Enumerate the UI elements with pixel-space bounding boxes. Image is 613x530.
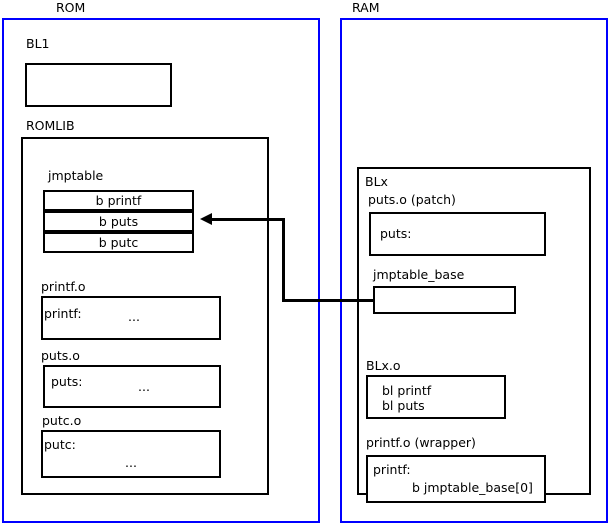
connector-horizontal-top [212,218,285,221]
blx-puts-patch-box: puts: [369,212,546,256]
romlib-printf-symbol: printf: [44,306,82,321]
printf-wrapper-symbol: printf: [373,462,411,477]
jmptable-row-2-text: b putc [98,235,139,250]
connector-vertical [282,218,285,302]
printf-wrapper-box: printf: b jmptable_base[0] [366,455,546,503]
romlib-putc-o-label: putc.o [42,413,82,428]
blx-puts-patch-symbol: puts: [380,226,412,241]
jmptable-label: jmptable [48,168,104,183]
romlib-printf-ellipsis: ... [128,309,140,324]
blx-o-line-2: bl puts [382,398,425,413]
printf-wrapper-branch: b jmptable_base[0] [412,480,533,495]
jmptable-base-label: jmptable_base [373,267,465,282]
romlib-puts-o-label: puts.o [41,348,80,363]
jmptable-base-box [373,286,516,314]
ram-region-border [340,18,608,523]
rom-region-label: ROM [56,0,86,15]
romlib-puts-ellipsis: ... [138,379,150,394]
romlib-label: ROMLIB [26,118,75,133]
bl1-box [25,63,172,107]
connector-arrowhead-icon [200,213,212,225]
romlib-putc-ellipsis: ... [125,455,137,470]
romlib-puts-symbol: puts: [51,374,83,389]
printf-wrapper-label: printf.o (wrapper) [366,435,476,450]
blx-o-line-1: bl printf [382,383,432,398]
jmptable-row-1: b puts [43,211,194,232]
connector-horizontal-bottom [282,299,374,302]
blx-label: BLx [365,174,388,189]
jmptable-row-0: b printf [43,190,194,211]
romlib-printf-o-label: printf.o [41,279,86,294]
jmptable-row-1-text: b puts [98,214,139,229]
jmptable-row-2: b putc [43,232,194,253]
blx-o-label: BLx.o [366,358,401,373]
jmptable-row-0-text: b printf [95,193,142,208]
romlib-box [21,137,269,495]
romlib-puts-o-box: puts: ... [43,365,221,408]
rom-region-border [2,18,320,523]
bl1-label: BL1 [26,36,50,51]
romlib-printf-o-box: printf: ... [41,296,221,340]
blx-o-box: bl printf bl puts [366,375,506,419]
blx-puts-patch-label: puts.o (patch) [368,192,456,207]
ram-region-label: RAM [352,0,380,15]
romlib-putc-o-box: putc: ... [41,430,221,478]
romlib-putc-symbol: putc: [44,437,76,452]
